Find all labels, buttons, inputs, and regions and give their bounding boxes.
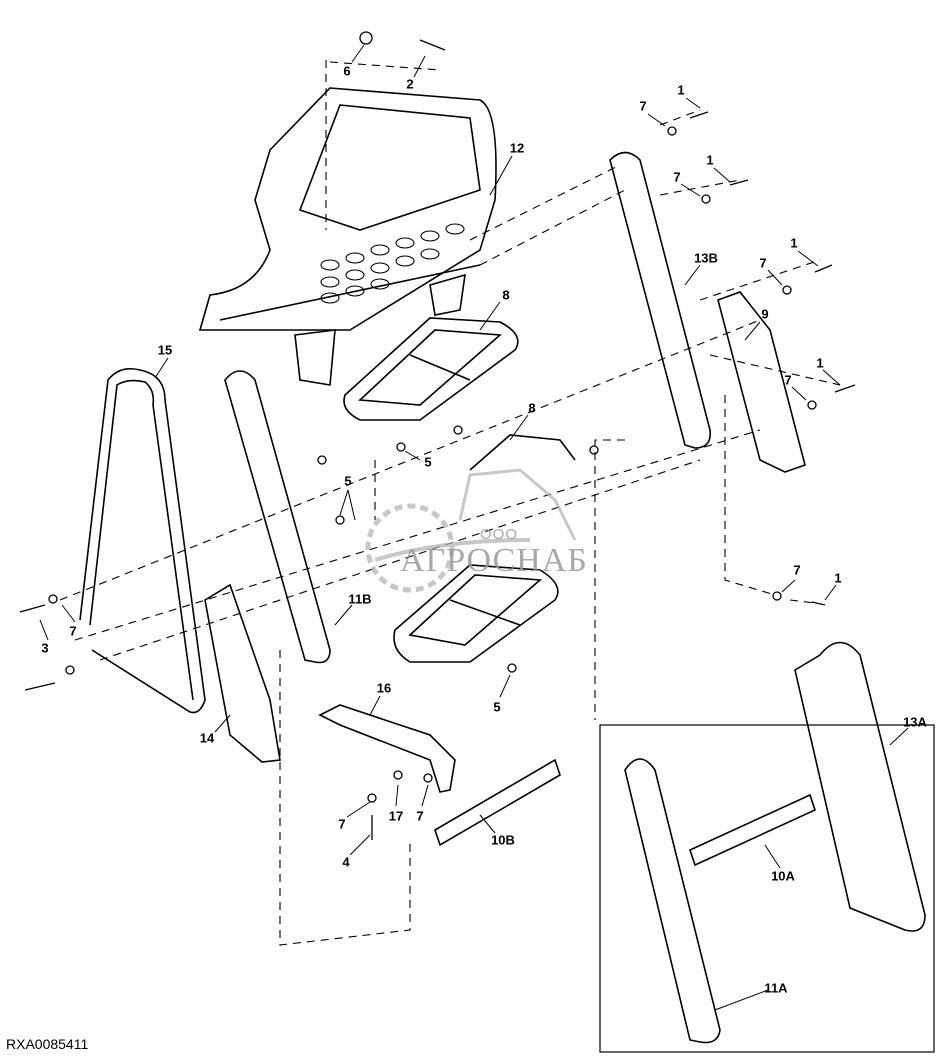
- callout-1: 1: [677, 82, 685, 98]
- callout-7: 7: [639, 98, 647, 114]
- plate-11b: [224, 370, 331, 664]
- watermark-logo: [365, 468, 577, 593]
- callout-9: 9: [761, 306, 769, 322]
- callout-8: 8: [528, 400, 536, 416]
- callout-12: 12: [509, 140, 525, 156]
- callout-4: 4: [342, 854, 350, 870]
- callout-2: 2: [406, 76, 414, 92]
- callout-10a: 10A: [771, 868, 795, 884]
- leader-lines: [39, 44, 909, 1011]
- step-8-middle: [469, 434, 576, 471]
- bracket-16: [318, 704, 456, 793]
- callout-10b: 10B: [491, 832, 515, 848]
- diagram-code: RXA0085411: [6, 1036, 89, 1052]
- callout-7: 7: [759, 255, 767, 271]
- callout-7: 7: [784, 372, 792, 388]
- callout-3: 3: [41, 640, 49, 656]
- callout-13b: 13B: [694, 250, 718, 266]
- callout-7: 7: [673, 169, 681, 185]
- watermark-prefix: ООО: [480, 526, 519, 543]
- callout-5: 5: [424, 454, 432, 470]
- callout-7: 7: [338, 816, 346, 832]
- callout-16: 16: [376, 680, 392, 696]
- assembly-lines: [59, 60, 841, 946]
- bar-10b: [434, 758, 561, 847]
- step-8-lower: [393, 564, 559, 663]
- callout-11b: 11B: [348, 591, 372, 607]
- plate-14: [204, 583, 281, 763]
- plate-13b: [609, 151, 712, 449]
- callout-6: 6: [343, 63, 351, 79]
- callout-5: 5: [493, 699, 501, 715]
- inset-frame: [599, 641, 935, 1053]
- plate-13a-inset: [794, 641, 926, 932]
- handle-15: [79, 367, 206, 714]
- callout-8: 8: [502, 287, 510, 303]
- callout-1: 1: [834, 570, 842, 586]
- callout-17: 17: [388, 808, 404, 824]
- callout-13a: 13A: [903, 714, 927, 730]
- callout-11a: 11A: [764, 980, 788, 996]
- plate-11a-inset: [624, 758, 721, 1044]
- callout-7: 7: [793, 562, 801, 578]
- step-assembly-12: [198, 87, 497, 386]
- step-8-upper: [343, 317, 519, 421]
- callout-1: 1: [816, 355, 824, 371]
- callout-1: 1: [790, 235, 798, 251]
- fasteners: [19, 31, 856, 840]
- bar-10a-inset: [689, 793, 816, 867]
- callout-5: 5: [344, 473, 352, 489]
- callout-7: 7: [416, 808, 424, 824]
- callout-14: 14: [199, 730, 215, 746]
- watermark-name: АГРОСНАБ: [400, 542, 588, 579]
- callout-7: 7: [69, 623, 77, 639]
- bracket-9: [717, 291, 806, 473]
- callout-15: 15: [157, 342, 173, 358]
- callout-1: 1: [706, 152, 714, 168]
